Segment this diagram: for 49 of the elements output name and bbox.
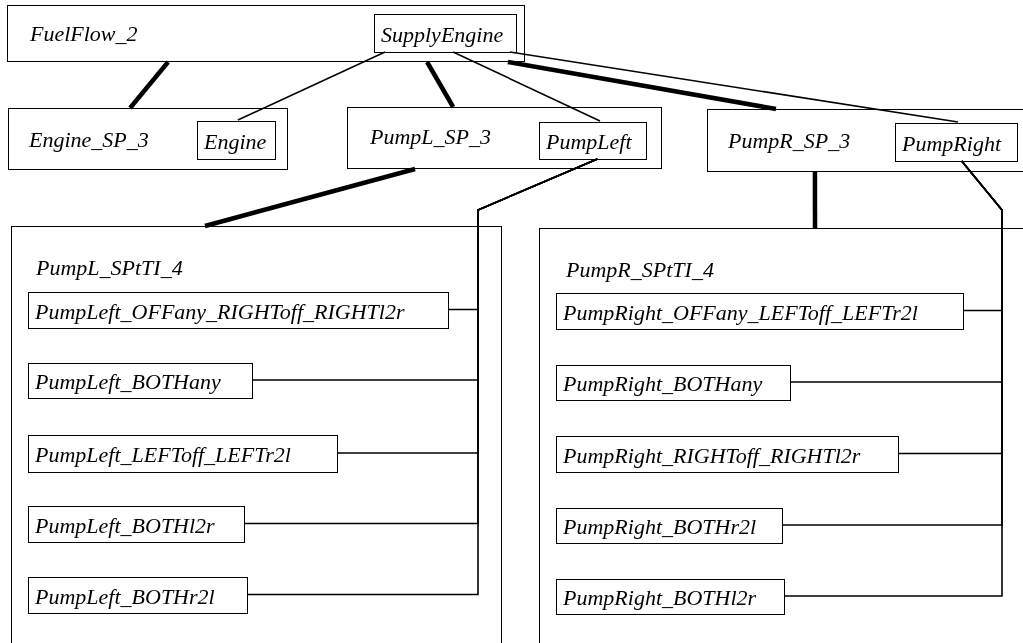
state-box <box>347 107 662 169</box>
connector-line <box>783 160 1003 597</box>
state-name: PumpRight_BOTHr2l <box>563 516 757 538</box>
state-name: PumpLeft_LEFToff_LEFTr2l <box>35 444 291 466</box>
connector-line <box>452 51 601 122</box>
state-name: SupplyEngine <box>381 23 504 46</box>
thick-connector <box>204 166 416 229</box>
state-box <box>28 577 248 614</box>
state-name: PumpR_SPtTI_4 <box>566 259 714 281</box>
state-name: PumpLeft <box>546 131 632 153</box>
connector-line <box>237 51 386 121</box>
state-box <box>556 436 899 473</box>
state-name: PumpRight_BOTHl2r <box>563 587 757 609</box>
state-box <box>28 292 449 329</box>
state-box <box>28 506 245 543</box>
state-box <box>556 365 791 401</box>
state-box <box>8 108 288 170</box>
state-box <box>374 14 517 53</box>
thick-connector <box>812 172 818 228</box>
state-box <box>707 109 1023 172</box>
state-name: Engine <box>204 130 267 153</box>
state-name: FuelFlow_2 <box>30 23 138 45</box>
state-name: PumpLeft_BOTHl2r <box>35 514 215 537</box>
state-name: PumpR_SP_3 <box>728 130 851 152</box>
connector-line <box>246 158 599 596</box>
state-name: PumpRight_OFFany_LEFToff_LEFTr2l <box>563 301 918 324</box>
state-name: PumpL_SP_3 <box>370 126 491 148</box>
state-box <box>28 435 338 473</box>
state-box <box>556 508 783 544</box>
state-box <box>28 363 253 399</box>
state-name: PumpRight_RIGHToff_RIGHTl2r <box>563 444 861 467</box>
state-box <box>556 579 785 615</box>
state-name: PumpLeft_BOTHany <box>35 371 221 393</box>
thick-connector <box>507 59 777 112</box>
state-name: PumpRight_BOTHany <box>563 373 763 395</box>
state-box <box>539 122 647 160</box>
state-name: Engine_SP_3 <box>29 129 149 151</box>
state-box <box>7 5 525 62</box>
state-box <box>539 228 1023 643</box>
state-box <box>895 123 1018 162</box>
state-name: PumpRight <box>902 132 1001 155</box>
thick-connector <box>425 60 456 109</box>
state-box <box>11 226 502 643</box>
thick-connector <box>128 60 170 110</box>
state-box <box>197 121 276 160</box>
state-name: PumpLeft_BOTHr2l <box>35 585 215 608</box>
state-name: PumpLeft_OFFany_RIGHToff_RIGHTl2r <box>35 300 405 323</box>
state-box <box>556 293 964 330</box>
state-name: PumpL_SPtTI_4 <box>36 257 183 279</box>
